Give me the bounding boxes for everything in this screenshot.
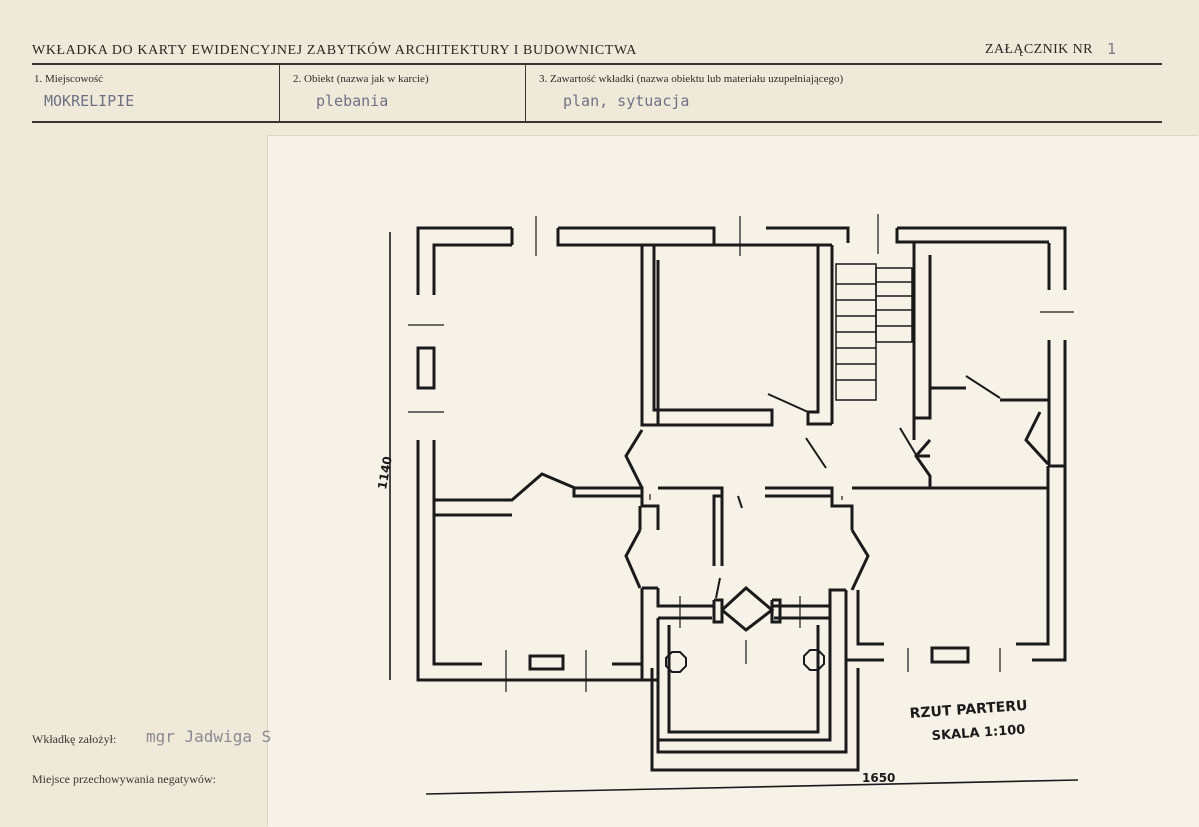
- width-dimension-label: 1650: [862, 771, 895, 785]
- field-divider-2: [525, 65, 526, 121]
- plan-walls: [416, 226, 1067, 772]
- field-value-locality: MOKRELIPIE: [44, 92, 135, 110]
- annex-number: 1: [1107, 40, 1117, 58]
- stair-treads: [835, 263, 913, 401]
- field-divider-1: [279, 65, 280, 121]
- negatives-label: Miejsce przechowywania negatywów:: [32, 772, 216, 786]
- dimension-lines: [389, 232, 1079, 795]
- height-dimension-label: 1140: [375, 455, 395, 490]
- header-rule-bottom: [32, 121, 1162, 123]
- author-label: Wkładkę założył:: [32, 732, 117, 746]
- plan-scale: SKALA 1:100: [931, 722, 1026, 744]
- field-value-object: plebania: [316, 92, 389, 110]
- floor-plan-insert: [268, 136, 1199, 827]
- author-value: mgr Jadwiga S: [146, 727, 272, 746]
- field-label-object: 2. Obiekt (nazwa jak w karcie): [293, 73, 429, 85]
- window-ticks: [408, 214, 1074, 692]
- plan-title: RZUT PARTERU: [909, 698, 1028, 722]
- ground-floor-plan: 1140 1650 RZUT PARTERU SKALA 1:100: [375, 214, 1079, 795]
- door-swings: [715, 375, 1001, 599]
- header-rule-top: [32, 63, 1162, 65]
- card-title: WKŁADKA DO KARTY EWIDENCYJNEJ ZABYTKÓW A…: [32, 43, 637, 58]
- field-value-contents: plan, sytuacja: [563, 92, 690, 110]
- field-label-locality: 1. Miejscowość: [34, 73, 104, 85]
- field-label-contents: 3. Zawartość wkładki (nazwa obiektu lub …: [539, 73, 844, 85]
- column-octagons: [665, 649, 825, 673]
- annex-label: ZAŁĄCZNIK NR: [985, 42, 1093, 57]
